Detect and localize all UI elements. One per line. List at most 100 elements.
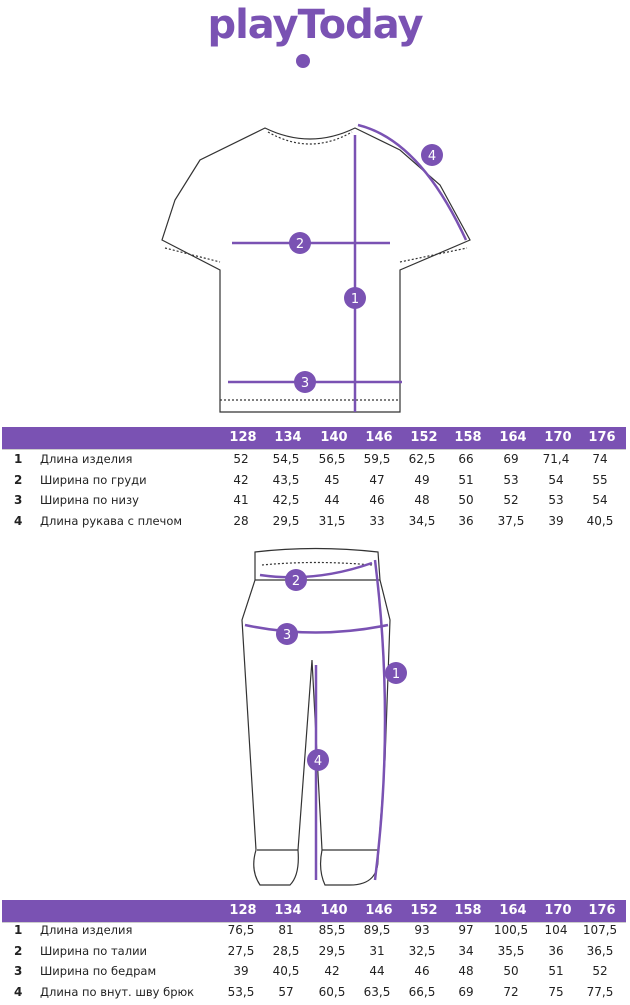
row-number: 4 (14, 984, 23, 999)
table-cell: 48 (458, 964, 474, 978)
table-cell: 69 (503, 452, 519, 466)
table-cell: 43,5 (272, 472, 300, 487)
table-cell: 85,5 (318, 923, 346, 937)
table-cell: 29,5 (272, 513, 300, 528)
size-header: 176 (588, 903, 616, 918)
tshirt-diagram: 1 2 3 4 (161, 123, 471, 413)
row-label: Длина изделия (40, 923, 133, 937)
table-cell: 52 (233, 452, 249, 466)
table-cell: 34 (458, 943, 474, 958)
table-cell: 66,5 (408, 984, 436, 999)
size-header: 170 (544, 903, 572, 918)
table-cell: 46 (414, 964, 430, 978)
table-cell: 52 (503, 493, 519, 507)
logo-dot (296, 54, 310, 68)
size-header: 176 (588, 430, 616, 445)
marker-1-label: 1 (392, 667, 400, 682)
table-cell: 54 (592, 493, 608, 507)
size-header: 146 (365, 430, 393, 445)
table-cell: 41 (233, 493, 249, 507)
table-cell: 74 (592, 452, 608, 466)
size-header: 128 (229, 430, 257, 445)
table-cell: 54 (548, 472, 564, 487)
row-number: 3 (14, 493, 23, 507)
table-cell: 107,5 (582, 923, 618, 937)
row-number: 2 (14, 943, 23, 958)
table-cell: 49 (414, 472, 430, 487)
table-cell: 53 (503, 472, 519, 487)
marker-3-label: 3 (301, 376, 309, 391)
table-cell: 28 (233, 513, 249, 528)
table-cell: 69 (458, 984, 474, 999)
row-number: 4 (14, 513, 23, 528)
brand-logo: playToday (0, 2, 630, 48)
pants-diagram: 1 2 3 4 (241, 547, 407, 886)
table-cell: 36 (458, 513, 474, 528)
marker-1-label: 1 (351, 292, 359, 307)
table-cell: 36,5 (586, 943, 614, 958)
table-cell: 42,5 (272, 493, 300, 507)
table-cell: 50 (458, 493, 474, 507)
table-cell: 34,5 (408, 513, 436, 528)
row-label: Ширина по груди (40, 472, 147, 487)
size-header: 140 (320, 903, 348, 918)
table-cell: 53,5 (227, 984, 255, 999)
table-cell: 63,5 (363, 984, 391, 999)
marker-3-label: 3 (283, 628, 291, 643)
table-cell: 72 (503, 984, 519, 999)
table-cell: 37,5 (497, 513, 525, 528)
table-cell: 47 (369, 472, 385, 487)
table-cell: 62,5 (408, 452, 436, 466)
table-cell: 97 (458, 923, 474, 937)
row-label: Ширина по низу (40, 493, 139, 507)
row-label: Длина изделия (40, 452, 133, 466)
table-cell: 104 (544, 923, 568, 937)
row-label: Ширина по бедрам (40, 964, 157, 978)
table-cell: 56,5 (318, 452, 346, 466)
marker-2-label: 2 (296, 237, 304, 252)
size-header: 164 (499, 903, 527, 918)
table-cell: 36 (548, 943, 564, 958)
table-cell: 46 (369, 493, 385, 507)
table-cell: 52 (592, 964, 608, 978)
table-cell: 55 (592, 472, 608, 487)
table-cell: 66 (458, 452, 474, 466)
table-cell: 89,5 (363, 923, 391, 937)
table-cell: 40,5 (272, 964, 300, 978)
table-cell: 77,5 (586, 984, 614, 999)
size-header: 146 (365, 903, 393, 918)
table-cell: 42 (324, 964, 340, 978)
table-cell: 53 (548, 493, 564, 507)
table-cell: 48 (414, 493, 430, 507)
marker-4-label: 4 (314, 754, 322, 769)
table-cell: 60,5 (318, 984, 346, 999)
table-cell: 33 (369, 513, 385, 528)
table-cell: 27,5 (227, 943, 255, 958)
size-header: 152 (410, 430, 438, 445)
row-label: Ширина по талии (40, 943, 148, 958)
table-cell: 100,5 (493, 923, 529, 937)
table-cell: 59,5 (363, 452, 391, 466)
table-cell: 29,5 (318, 943, 346, 958)
table-cell: 50 (503, 964, 519, 978)
table-cell: 31,5 (318, 513, 346, 528)
size-header: 170 (544, 430, 572, 445)
size-header: 134 (274, 430, 302, 445)
marker-4-label: 4 (428, 149, 436, 164)
table-row: 4 Длина рукава с плечом 28 29,5 31,5 33 34,5 36… (0, 514, 630, 534)
size-header: 158 (454, 903, 482, 918)
table-cell: 39 (548, 513, 564, 528)
table-header: 128 134 140 146 152 158 164 170 176 (2, 900, 626, 923)
size-header: 128 (229, 903, 257, 918)
row-label: Длина рукава с плечом (40, 513, 183, 528)
table-cell: 75 (548, 984, 564, 999)
size-header: 158 (454, 430, 482, 445)
logo-text: playToday (207, 2, 423, 48)
